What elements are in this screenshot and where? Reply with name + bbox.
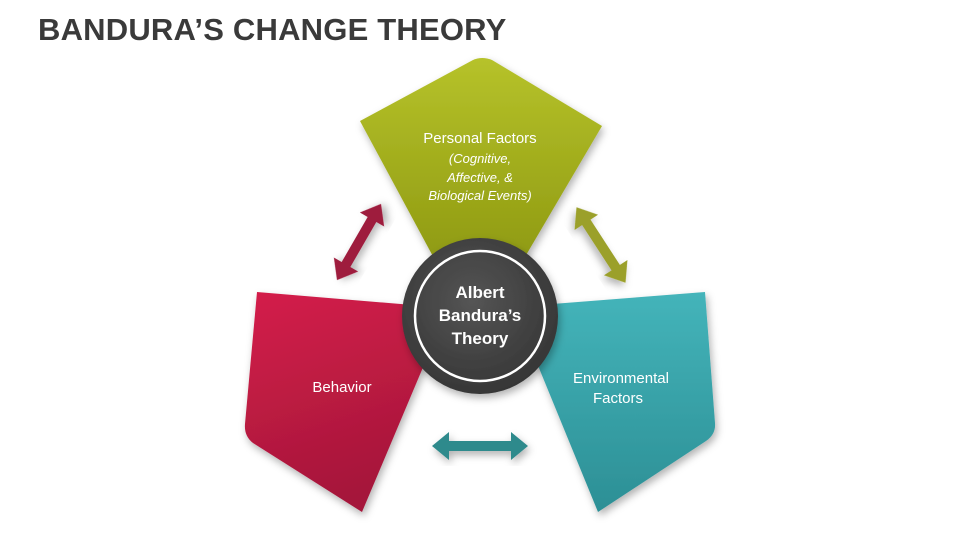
personal-factors-sub-line-2: Affective, & <box>446 170 513 185</box>
slide-title: BANDURA’S CHANGE THEORY <box>38 12 507 47</box>
environmental-factors-shape <box>514 292 716 512</box>
center-label-line-1: Albert <box>455 283 504 302</box>
arrow-behavior-environmental <box>432 432 528 460</box>
behavior-shape <box>244 292 448 512</box>
personal-factors-sub-line-3: Biological Events) <box>428 188 531 203</box>
personal-factors-sub-line-1: (Cognitive, <box>449 151 511 166</box>
personal-factors-shape <box>360 58 602 262</box>
center-circle <box>402 238 558 394</box>
environmental-factors-line-1: Environmental <box>573 370 669 387</box>
arrow-personal-environmental <box>574 207 628 283</box>
center-label-line-3: Theory <box>452 329 509 348</box>
behavior-label: Behavior <box>312 379 371 396</box>
center-label-line-2: Bandura’s <box>439 306 522 325</box>
personal-factors-title: Personal Factors <box>423 130 536 147</box>
environmental-factors-line-2: Factors <box>593 390 643 407</box>
arrow-behavior-personal <box>333 203 385 281</box>
